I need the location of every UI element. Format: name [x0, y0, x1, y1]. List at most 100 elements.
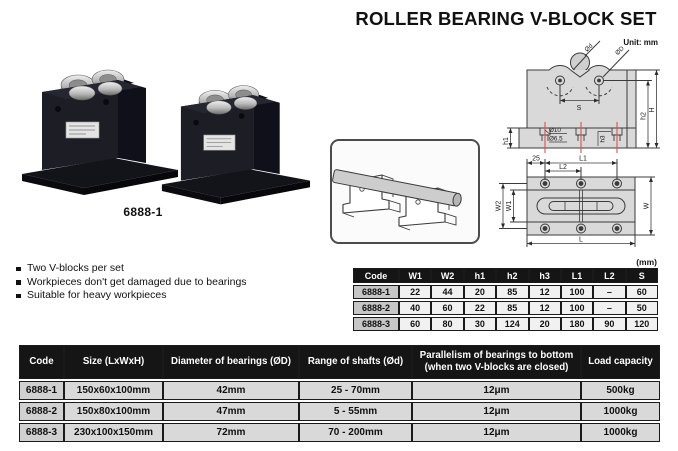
width-label: W — [644, 202, 651, 209]
table-cell: 150x60x100mm — [64, 381, 163, 400]
h1-label: h1 — [503, 137, 510, 145]
h3-label: h3 — [600, 135, 607, 143]
column-header: Code — [353, 268, 399, 283]
table-cell: 12 — [528, 285, 561, 299]
table-cell: 12 — [528, 301, 561, 315]
usage-illustration — [332, 169, 462, 231]
table-cell: 6888-1 — [19, 381, 64, 400]
table-cell: 6888-3 — [19, 423, 64, 442]
usage-illustration-box — [330, 139, 480, 244]
column-header: h1 — [463, 268, 497, 283]
l1-label: L1 — [579, 156, 587, 163]
table-cell: 500kg — [581, 381, 660, 400]
table-cell: – — [593, 285, 626, 299]
table-cell: 80 — [431, 317, 464, 331]
table-cell: 6888-2 — [353, 301, 399, 315]
through-hole-label: Ø6.5 — [549, 136, 563, 143]
table-cell: 85 — [496, 285, 529, 299]
dim-table-unit-label: (mm) — [636, 257, 657, 267]
table-cell: 44 — [431, 285, 464, 299]
height-label: H — [649, 107, 656, 112]
column-header: Parallelism of bearings to bottom (when … — [412, 345, 581, 379]
feature-item: Two V-blocks per set — [16, 262, 247, 276]
table-cell: 6888-2 — [19, 402, 64, 421]
table-cell: 1000kg — [581, 423, 660, 442]
length-label: L — [579, 237, 583, 244]
table-cell: 85 — [496, 301, 529, 315]
table-cell: 6888-3 — [353, 317, 399, 331]
table-cell: – — [593, 301, 626, 315]
table-cell: 124 — [496, 317, 529, 331]
table-cell: 6888-1 — [353, 285, 399, 299]
table-cell: 25 - 70mm — [299, 381, 412, 400]
table-cell: 22 — [463, 301, 497, 315]
table-cell: 100 — [560, 285, 594, 299]
table-cell: 40 — [399, 301, 432, 315]
l2-label: L2 — [559, 164, 567, 171]
column-header: S — [625, 268, 658, 283]
top-view-labels: 25 L1 L2 W2 W1 W L — [496, 156, 651, 244]
counterbore-label: Ø10 — [549, 127, 561, 134]
table-cell: 150x80x100mm — [64, 402, 163, 421]
table-cell: 12μm — [412, 381, 581, 400]
table-cell: 42mm — [163, 381, 299, 400]
w2-label: W2 — [496, 201, 503, 212]
column-header: Code — [19, 345, 64, 379]
table-cell: 12μm — [412, 423, 581, 442]
page-title: ROLLER BEARING V-BLOCK SET — [355, 8, 657, 29]
edge-offset-label: 25 — [532, 156, 540, 163]
top-view-drawing — [499, 159, 655, 247]
table-cell: 12μm — [412, 402, 581, 421]
table-cell: 90 — [593, 317, 626, 331]
table-cell: 20 — [463, 285, 497, 299]
front-view-drawing — [507, 40, 660, 153]
unit-note: Unit: mm — [623, 38, 658, 47]
table-cell: 30 — [463, 317, 497, 331]
product-photo — [21, 69, 310, 205]
table-cell: 20 — [528, 317, 561, 331]
feature-item: Workpieces don't get damaged due to bear… — [16, 276, 247, 290]
table-cell: 5 - 55mm — [299, 402, 412, 421]
spacing-label: S — [577, 105, 582, 112]
photo-caption: 6888-1 — [123, 205, 163, 219]
table-cell: 230x100x150mm — [64, 423, 163, 442]
column-header: Range of shafts (Ød) — [299, 345, 412, 379]
table-cell: 180 — [560, 317, 594, 331]
column-header: Diameter of bearings (ØD) — [163, 345, 299, 379]
column-header: L2 — [593, 268, 626, 283]
table-cell: 47mm — [163, 402, 299, 421]
table-cell: 120 — [625, 317, 658, 331]
table-cell: 1000kg — [581, 402, 660, 421]
table-cell: 72mm — [163, 423, 299, 442]
front-view-labels: Ød ØD S h1 h2 H h3 Ø10 Ø6.5 — [503, 42, 656, 145]
feature-item: Suitable for heavy workpieces — [16, 289, 247, 303]
column-header: h2 — [496, 268, 529, 283]
h2-label: h2 — [641, 112, 648, 120]
column-header: Size (LxWxH) — [64, 345, 163, 379]
table-cell: 60 — [431, 301, 464, 315]
column-header: L1 — [560, 268, 594, 283]
column-header: W2 — [431, 268, 464, 283]
w1-label: W1 — [506, 201, 513, 212]
table-cell: 70 - 200mm — [299, 423, 412, 442]
table-cell: 60 — [399, 317, 432, 331]
column-header: Load capacity — [581, 345, 660, 379]
table-cell: 100 — [560, 301, 594, 315]
table-cell: 60 — [625, 285, 658, 299]
table-cell: 22 — [399, 285, 432, 299]
shaft-dia-label: Ød — [583, 42, 594, 53]
feature-list: Two V-blocks per set Workpieces don't ge… — [16, 262, 247, 303]
column-header: h3 — [528, 268, 561, 283]
